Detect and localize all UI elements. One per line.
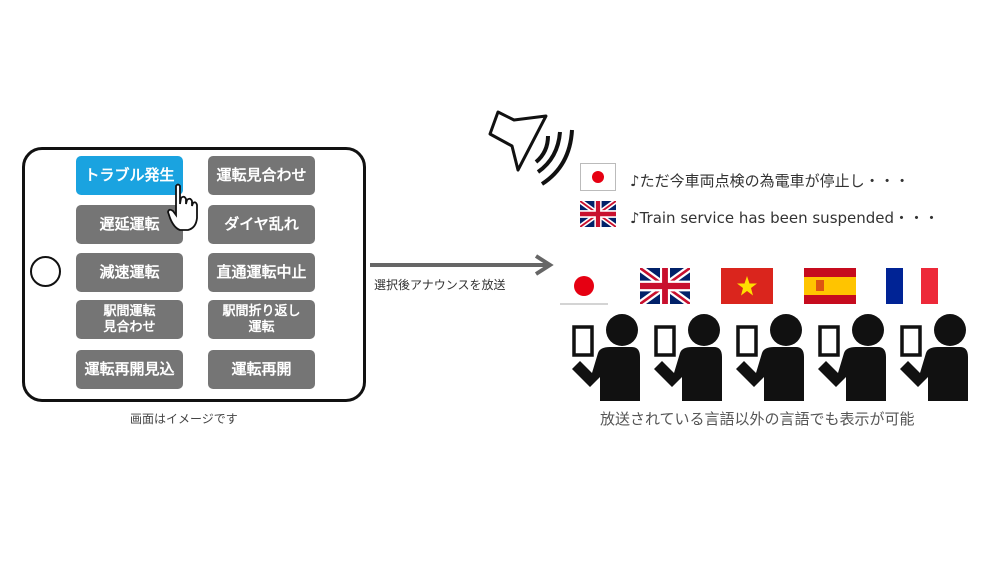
button-section-turnback[interactable]: 駅間折り返し 運転 [208, 300, 315, 339]
person-with-tablet-icon [900, 314, 968, 401]
japan-flag-icon [560, 268, 608, 305]
person-with-tablet-icon [818, 314, 886, 401]
button-delay[interactable]: 遅延運転 [76, 205, 183, 244]
france-flag-icon [886, 268, 938, 304]
spain-flag-icon [804, 268, 856, 304]
button-trouble[interactable]: トラブル発生 [76, 156, 183, 195]
announcement-japanese: ♪ただ今車両点検の為電車が停止し・・・ [630, 172, 910, 190]
person-with-tablet-icon [654, 314, 722, 401]
hand-pointer-icon [167, 183, 198, 231]
tablet-caption: 画面はイメージです [130, 412, 238, 426]
arrow-icon [370, 254, 554, 276]
button-slow[interactable]: 減速運転 [76, 253, 183, 292]
uk-flag-icon [580, 201, 616, 227]
tablet-home-button [30, 256, 61, 287]
person-with-tablet-icon [572, 314, 640, 401]
button-resume-estimate[interactable]: 運転再開見込 [76, 350, 183, 389]
person-with-tablet-icon [736, 314, 804, 401]
listeners-caption: 放送されている言語以外の言語でも表示が可能 [600, 410, 915, 428]
button-section-suspended[interactable]: 駅間運転 見合わせ [76, 300, 183, 339]
button-suspended[interactable]: 運転見合わせ [208, 156, 315, 195]
vietnam-flag-icon [721, 268, 773, 304]
tablet-frame [22, 147, 366, 402]
uk-flag-icon [640, 268, 690, 304]
button-through-cancel[interactable]: 直通運転中止 [208, 253, 315, 292]
button-schedule-disrupted[interactable]: ダイヤ乱れ [208, 205, 315, 244]
button-resumed[interactable]: 運転再開 [208, 350, 315, 389]
japan-flag-icon [580, 163, 616, 191]
announcement-english: ♪Train service has been suspended・・・ [630, 209, 940, 227]
speaker-icon [488, 110, 574, 186]
arrow-label: 選択後アナウンスを放送 [374, 278, 506, 292]
